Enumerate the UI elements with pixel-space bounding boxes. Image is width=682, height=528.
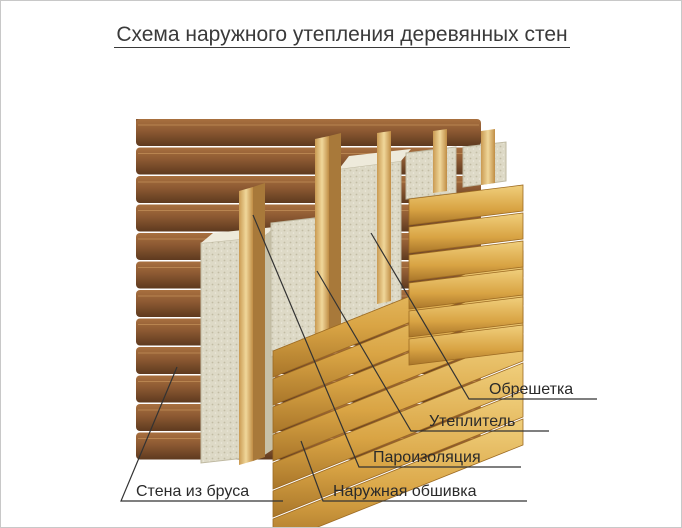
leader-vapor-barrier (252, 214, 521, 468)
label-timber-wall: Стена из бруса (136, 483, 249, 500)
leader-lines (120, 214, 597, 502)
cladding-board-upper (408, 324, 524, 366)
leader-timber-wall (120, 366, 283, 502)
label-lathing: Обрешетка (489, 381, 573, 398)
cladding-board (272, 418, 524, 527)
log-course (136, 119, 481, 146)
label-insulation: Утеплитель (429, 413, 515, 430)
leader-exterior-cladding (300, 440, 527, 502)
diagram-title: Схема наружного утепления деревянных сте… (114, 23, 570, 48)
cladding-board (272, 362, 524, 490)
cladding-board-upper (408, 184, 524, 226)
cladding-board (272, 334, 524, 462)
leader-insulation (316, 270, 549, 432)
cladding-board (272, 390, 524, 518)
cladding-board-upper (408, 268, 524, 310)
cladding-board-upper (408, 296, 524, 338)
exterior-cladding (272, 184, 524, 527)
leader-lathing (370, 232, 597, 400)
cladding-board-upper (408, 240, 524, 282)
label-exterior-cladding: Наружная обшивка (333, 483, 477, 500)
cladding-board-upper (408, 212, 524, 254)
label-vapor-barrier: Пароизоляция (373, 449, 481, 466)
